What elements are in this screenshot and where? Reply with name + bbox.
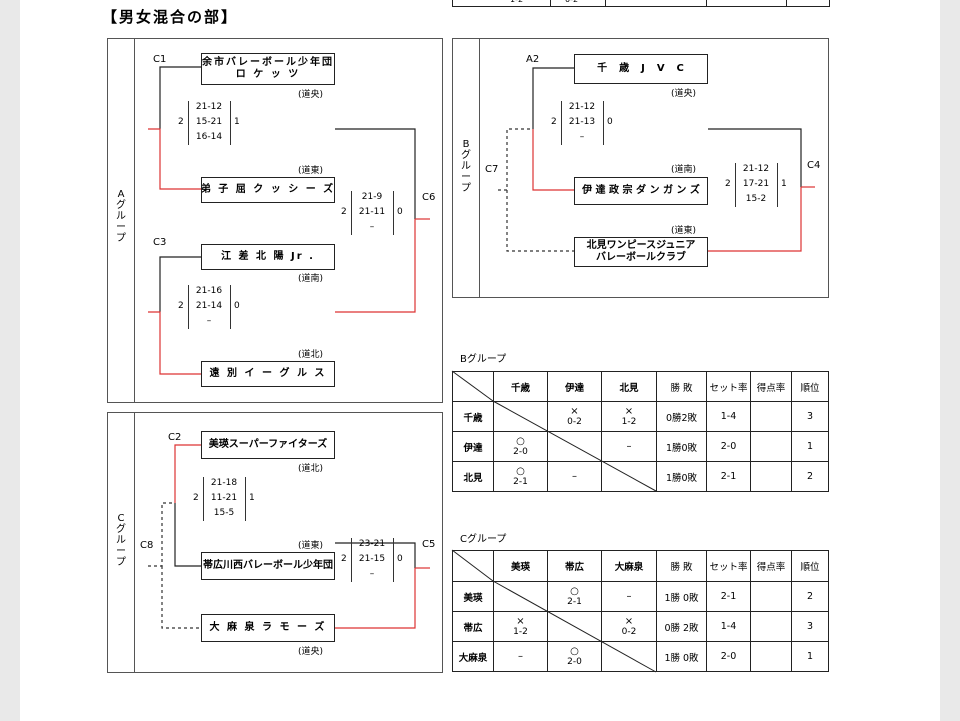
match-code-c6: C6 [422,192,436,203]
team-oasaizumi: 大 麻 泉 ラ モ ー ズ [201,614,335,642]
group-c-bracket-lines [148,444,430,629]
section-title: 【男女混合の部】 [102,8,239,26]
match-code-c3: C3 [153,237,167,248]
table-c: 美瑛 帯広 大麻泉 勝 敗 セット率 得点率 順位 美瑛 ○2-1 – 1勝 0… [452,550,829,672]
header-cell: 大麻泉 [601,550,657,582]
set-score-c1: 2 21-18 11-21 15-5 1 [193,477,273,521]
match-code-c1: C1 [153,54,167,65]
match-code-c8: C8 [140,540,154,551]
group-a-panel: Aグループ C1 C3 C6 余市バレーボール少年団 ロ ケ ッ ツ (道央) … [107,38,443,403]
header-cell: 帯広 [547,550,602,582]
table-row: 帯広 ×1-2 ×0-2 0勝 2敗 1-4 3 [452,611,829,642]
match-code-a2: A2 [526,54,540,65]
table-row: 北見 ○2-1 – 1勝0敗 2-1 2 [452,461,829,492]
team-kitami: 北見ワンピースジュニア バレーボールクラブ [574,237,708,267]
fragment-left-score: 1-2 [510,0,523,4]
header-cell: 順位 [791,371,829,402]
set-score-b2: 2 21-12 17-21 15-2 1 [725,163,805,207]
group-b-panel: Bグループ A2 C7 C4 千 歳 J V C (道央) (道南) 伊 達 政… [452,38,829,298]
team-esashi: 江 差 北 陽 Jr . [201,244,335,270]
team-yoichi: 余市バレーボール少年団 ロ ケ ッ ツ [201,53,335,85]
team-obihiro: 帯広川西バレーボール少年団 [201,552,335,580]
header-cell: セット率 [706,550,751,582]
group-c-label: Cグループ [116,513,126,568]
header-cell: 千歳 [493,371,548,402]
group-b-bracket-lines [498,67,815,252]
header-cell: 北見 [601,371,657,402]
table-row: 千歳 ×0-2 ×1-2 0勝2敗 1-4 3 [452,401,829,432]
match-code-c2: C2 [168,432,182,443]
table-b-title: Bグループ [460,354,507,365]
header-cell: 勝 敗 [656,371,707,402]
header-cell: セット率 [706,371,751,402]
table-row: 美瑛 ○2-1 – 1勝 0敗 2-1 2 [452,581,829,612]
team-date: 伊 達 政 宗 ダ ン ガ ン ズ [574,177,708,205]
team-biei: 美瑛スーパーファイターズ [201,431,335,459]
header-cell: 伊達 [547,371,602,402]
region-label: (道東) [298,166,324,176]
group-a-bracket-lines [148,66,430,375]
region-label: (道東) [671,226,697,236]
group-b-label: Bグループ [461,139,471,194]
header-cell: 勝 敗 [656,550,707,582]
region-label: (道央) [671,89,697,99]
region-label: (道央) [298,647,324,657]
header-cell: 得点率 [750,371,792,402]
match-code-c5: C5 [422,539,436,550]
header-cell: 美瑛 [493,550,548,582]
team-chitose: 千 歳 J V C [574,54,708,84]
set-score-a2: 2 21-16 21-14 – 0 [178,285,258,329]
region-label: (道北) [298,464,324,474]
group-a-label: Aグループ [116,189,126,244]
region-label: (道東) [298,541,324,551]
table-b: 千歳 伊達 北見 勝 敗 セット率 得点率 順位 千歳 ×0-2 ×1-2 0勝… [452,371,829,492]
set-score-a3: 2 21-9 21-11 – 0 [341,191,421,235]
region-label: (道南) [298,274,324,284]
set-score-b1: 2 21-12 21-13 – 0 [551,101,631,145]
region-label: (道北) [298,350,324,360]
team-teshikaga: 弟 子 屈 ク ッ シ ー ズ [201,177,335,203]
match-code-c4: C4 [807,160,821,171]
document-page: 1-2 0-2 【男女混合の部】 Aグループ C1 C3 C6 余市バレーボール… [20,0,940,721]
header-cell: 得点率 [750,550,792,582]
group-c-panel: Cグループ C2 C8 C5 美瑛スーパーファイターズ (道北) (道東) 帯広… [107,412,443,673]
fragment-mid-score: 0-2 [565,0,578,4]
table-c-title: Cグループ [460,534,507,545]
table-row: 伊達 ○2-0 – 1勝0敗 2-0 1 [452,431,829,462]
region-label: (道央) [298,90,324,100]
region-label: (道南) [671,165,697,175]
set-score-c2: 2 23-21 21-15 – 0 [341,538,421,582]
header-cell: 順位 [791,550,829,582]
match-code-c7: C7 [485,164,499,175]
table-row: 大麻泉 – ○2-0 1勝 0敗 2-0 1 [452,641,829,672]
set-score-a1: 2 21-12 15-21 16-14 1 [178,101,258,145]
team-embetsu: 遠 別 イ ー グ ル ス [201,361,335,387]
